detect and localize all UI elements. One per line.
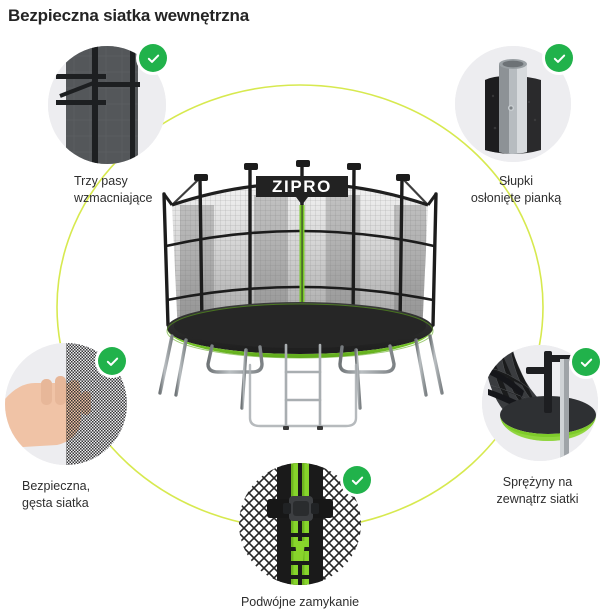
check-icon [572,348,600,376]
feature-gesta-siatka-label: Bezpieczna, gęsta siatka [22,479,91,510]
feature-trzy-pasy-label: Trzy pasy wzmacniające [74,174,153,205]
check-icon [545,44,573,72]
feature-podwojne-zamykanie-photo [239,463,361,585]
feature-sprezyny-zewnatrz-photo [482,345,598,461]
check-icon [343,466,371,494]
page-title: Bezpieczna siatka wewnętrzna [8,6,249,25]
product-legs [158,334,444,410]
check-icon [98,347,126,375]
svg-text:ZIPRO: ZIPRO [272,177,332,196]
product-image-trampoline: ZIPRO [158,160,444,430]
feature-slupki-pianka-label: Słupki osłonięte pianką [470,174,562,205]
feature-podwojne-zamykanie-label: Podwójne zamykanie [240,595,360,609]
feature-sprezyny-zewnatrz-label: Sprężyny na zewnątrz siatki [496,475,579,506]
product-safety-pad [166,303,434,359]
check-icon [139,44,167,72]
product-ladder [248,343,358,430]
product-brand-banner: ZIPRO [256,176,348,205]
product-zipper-strip [299,205,305,335]
